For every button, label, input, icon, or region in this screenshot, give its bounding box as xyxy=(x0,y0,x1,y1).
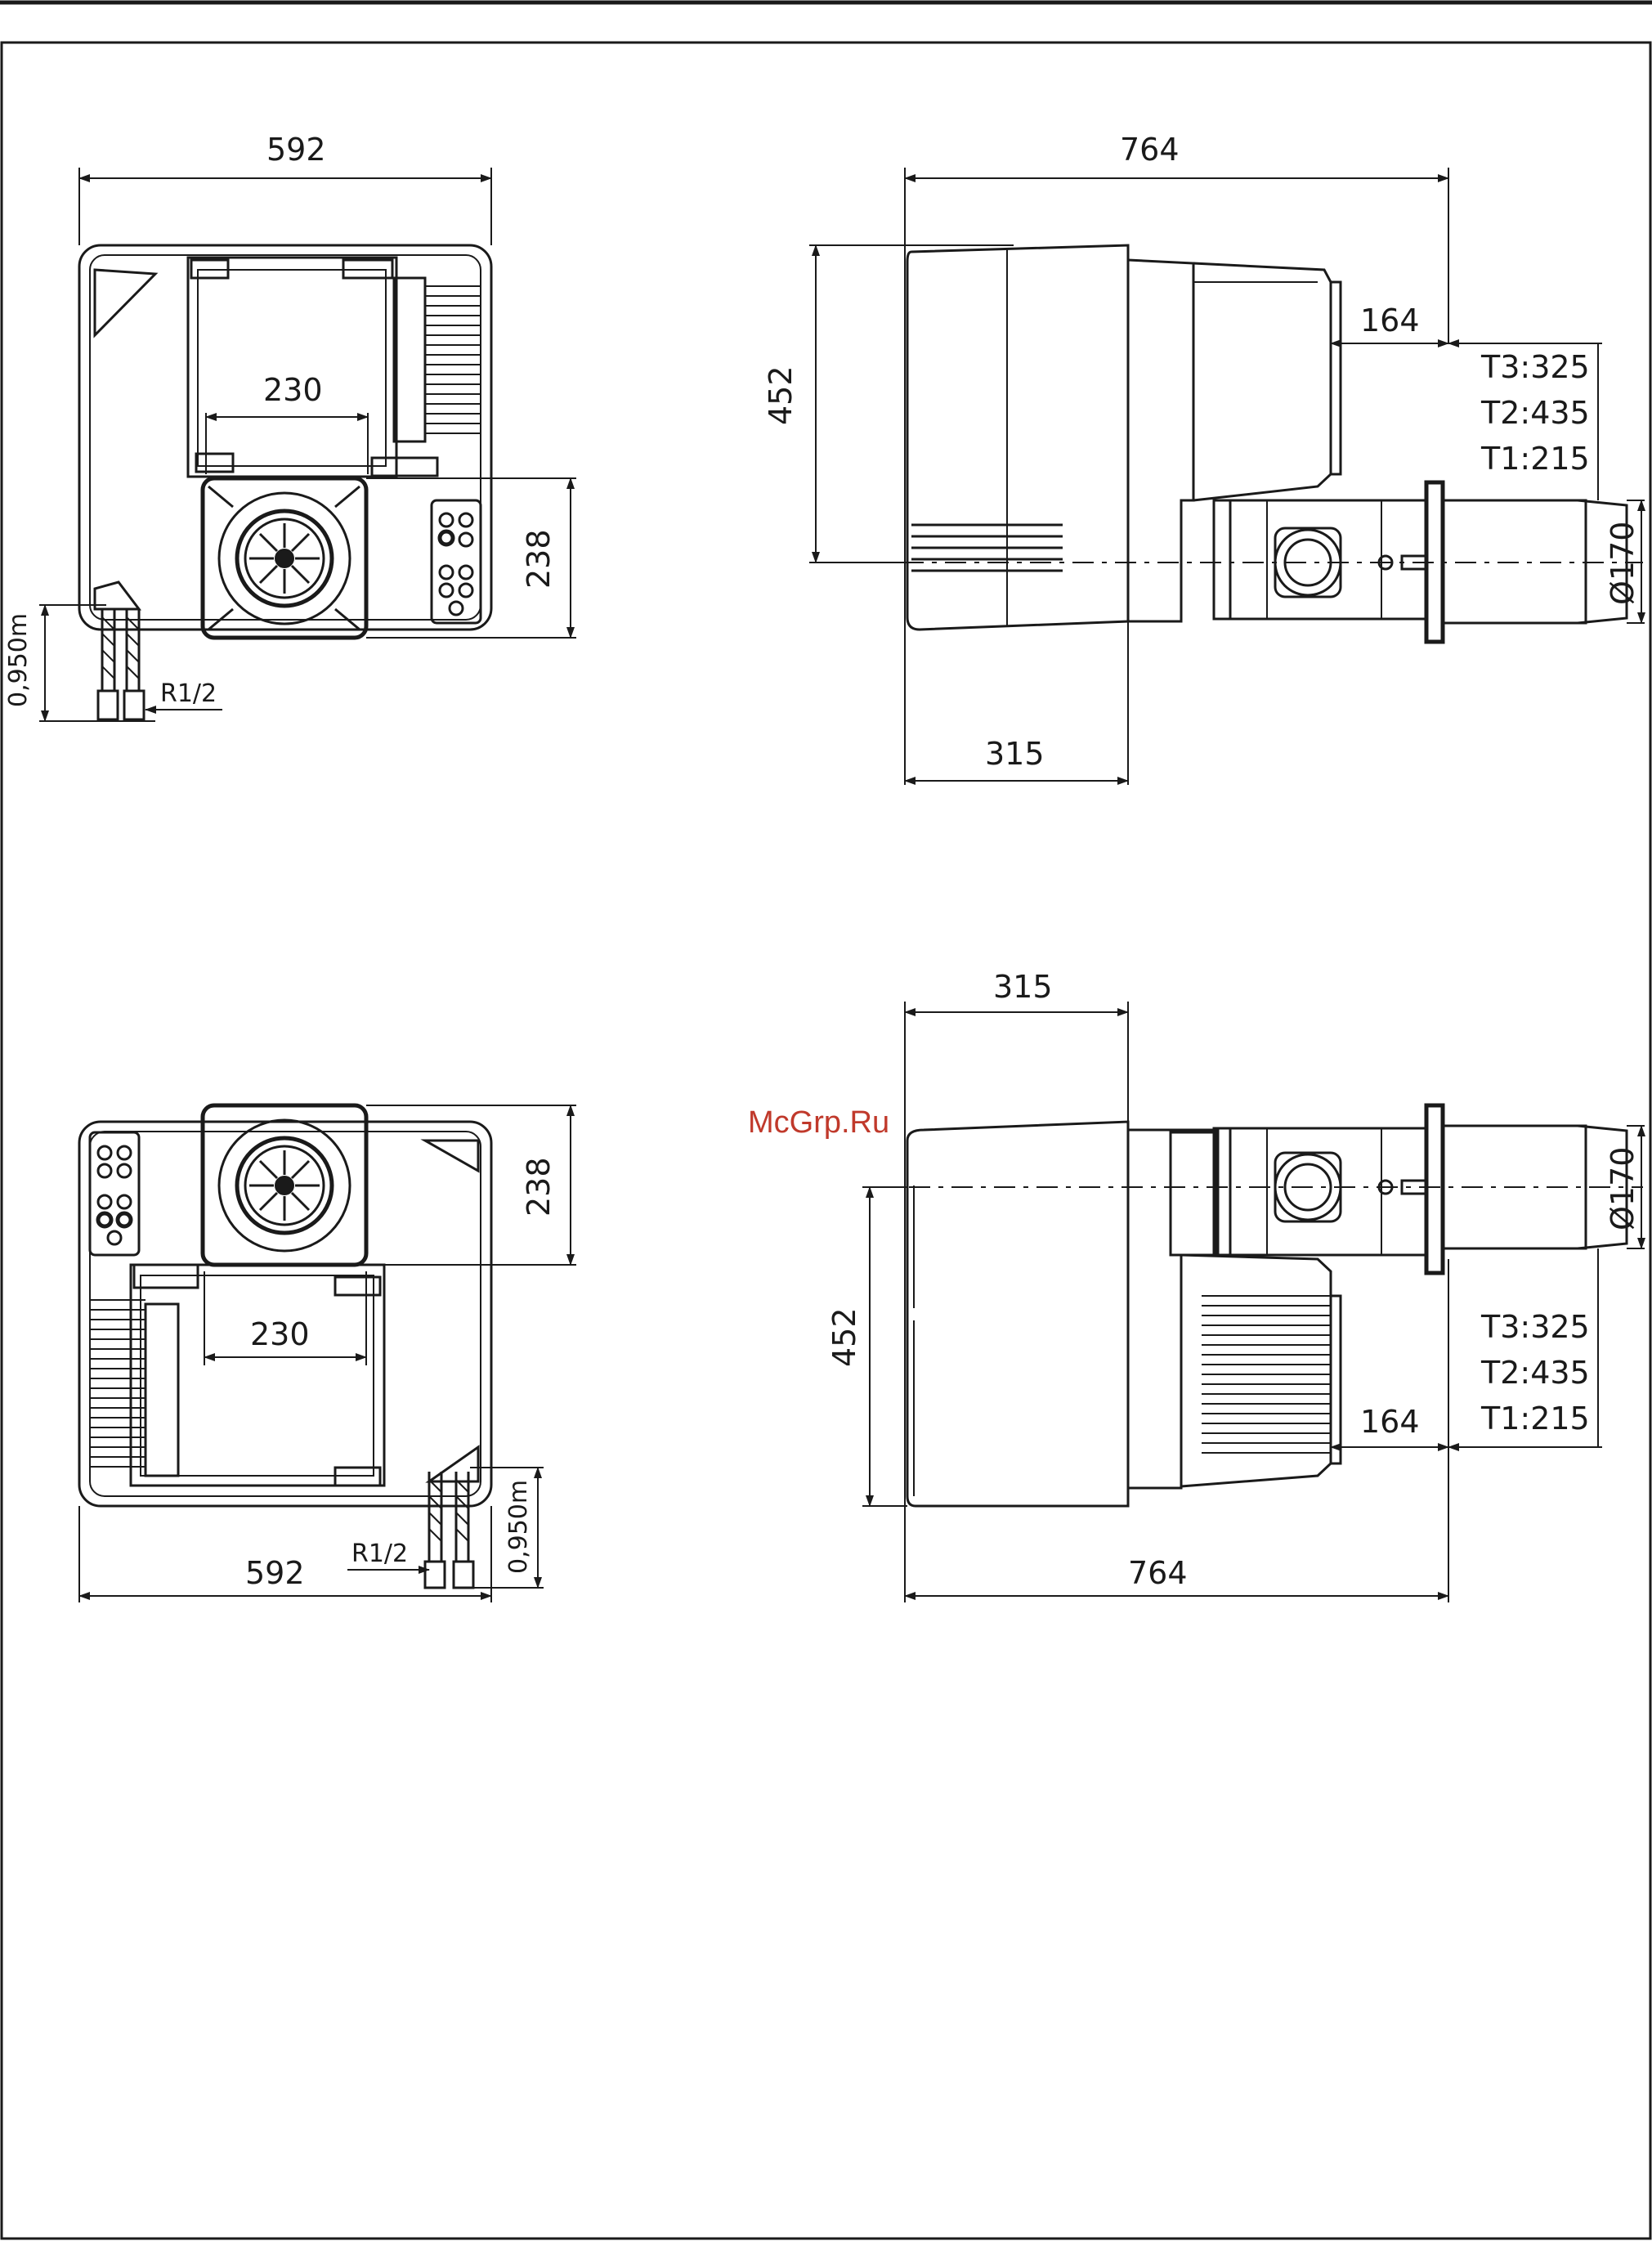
top-left-plan-view: 592 230 xyxy=(4,132,576,721)
bottom-right-side-view: 315 xyxy=(826,969,1645,1602)
tr-offset-dim: 315 xyxy=(985,736,1045,772)
br-length-dim: 764 xyxy=(1128,1555,1188,1591)
watermark: McGrp.Ru xyxy=(748,1105,889,1140)
br-tube-t1: T1:215 xyxy=(1480,1401,1590,1436)
tl-depth-dim: 238 xyxy=(521,529,557,589)
bl-depth-dim: 238 xyxy=(521,1157,557,1217)
tl-width-dim: 592 xyxy=(266,132,326,168)
drawing-border xyxy=(2,43,1650,2239)
br-height-dim: 452 xyxy=(826,1307,862,1367)
tr-tube-t1: T1:215 xyxy=(1480,441,1590,477)
tl-height-dim: 0,950m xyxy=(4,613,33,707)
tr-diameter-dim: Ø170 xyxy=(1605,522,1641,605)
bl-thread-label: R1/2 xyxy=(351,1540,408,1568)
br-offset-dim: 315 xyxy=(993,969,1053,1005)
tr-flange-dim: 164 xyxy=(1360,303,1420,338)
bl-width-dim: 592 xyxy=(245,1555,305,1591)
tl-thread-label: R1/2 xyxy=(160,679,217,708)
bl-height-dim: 0,950m xyxy=(504,1480,533,1574)
br-diameter-dim: Ø170 xyxy=(1605,1147,1641,1230)
tr-length-dim: 764 xyxy=(1120,132,1180,168)
bl-inner-dim: 230 xyxy=(250,1316,310,1352)
tr-tube-t2: T2:435 xyxy=(1480,395,1590,431)
tr-height-dim: 452 xyxy=(763,365,799,425)
tr-tube-t3: T3:325 xyxy=(1480,349,1590,385)
br-tube-t2: T2:435 xyxy=(1480,1355,1590,1391)
tl-inner-dim: 230 xyxy=(263,372,323,408)
top-right-side-view: 764 452 315 xyxy=(763,132,1645,785)
bottom-left-plan-view: 238 230 xyxy=(79,1105,576,1602)
br-tube-t3: T3:325 xyxy=(1480,1309,1590,1345)
br-flange-dim: 164 xyxy=(1360,1404,1420,1440)
